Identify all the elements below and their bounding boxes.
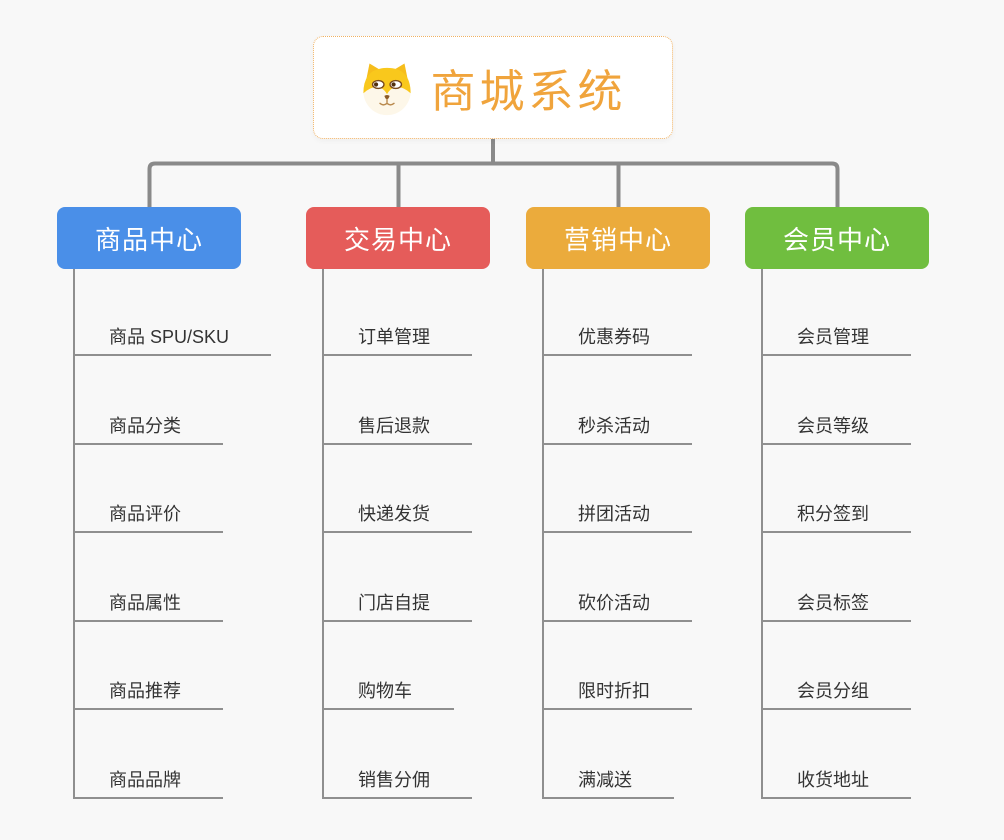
leaf-label: 限时折扣 [578,681,650,702]
branch-label: 会员中心 [782,224,891,255]
leaf-label: 秒杀活动 [578,415,650,436]
branch-node-member-center[interactable]: 会员中心 [745,207,929,269]
tree-leaf-item[interactable]: 限时折扣 [544,622,692,710]
tree-leaf-item[interactable]: 收货地址 [763,710,911,799]
leaf-label: 商品 SPU/SKU [109,327,230,348]
branch-label: 交易中心 [343,224,452,255]
tree-leaf-item[interactable]: 售后退款 [324,356,472,445]
tree-leaf-item[interactable]: 商品属性 [75,533,223,622]
leaf-label: 商品属性 [109,592,181,613]
tree-leaf-item[interactable]: 拼团活动 [544,445,692,533]
leaf-label: 收货地址 [797,769,869,790]
branch-node-product-center[interactable]: 商品中心 [57,207,241,269]
leaf-label: 积分签到 [797,504,869,525]
branch-children-member-center: 会员管理 会员等级 积分签到 会员标签 会员分组 收货地址 [761,269,911,799]
branch-node-trade-center[interactable]: 交易中心 [306,207,490,269]
tree-leaf-item[interactable]: 商品推荐 [75,622,223,710]
tree-leaf-item[interactable]: 会员管理 [763,269,911,356]
tree-leaf-item[interactable]: 购物车 [324,622,454,710]
leaf-label: 满减送 [578,769,632,790]
tree-leaf-item[interactable]: 优惠券码 [544,269,692,356]
leaf-label: 会员标签 [797,592,869,613]
leaf-label: 商品品牌 [109,769,181,790]
tree-leaf-item[interactable]: 砍价活动 [544,533,692,622]
branch-node-marketing-center[interactable]: 营销中心 [526,207,710,269]
leaf-label: 会员管理 [797,327,869,348]
leaf-label: 订单管理 [358,327,430,348]
leaf-label: 优惠券码 [578,327,650,348]
tree-leaf-item[interactable]: 订单管理 [324,269,472,356]
leaf-label: 购物车 [358,681,412,702]
tree-leaf-item[interactable]: 销售分佣 [324,710,472,799]
leaf-label: 商品推荐 [109,681,181,702]
leaf-label: 门店自提 [358,592,430,613]
tree-leaf-item[interactable]: 商品分类 [75,356,223,445]
tree-leaf-item[interactable]: 会员分组 [763,622,911,710]
tree-leaf-item[interactable]: 门店自提 [324,533,472,622]
leaf-label: 销售分佣 [358,769,430,790]
branch-label: 商品中心 [94,224,203,255]
branch-children-product-center: 商品 SPU/SKU 商品分类 商品评价 商品属性 商品推荐 商品品牌 [73,269,272,799]
branch-label: 营销中心 [563,224,672,255]
root-title: 商城系统 [430,66,627,117]
root-node[interactable]: 商城系统 [313,36,673,139]
tree-leaf-item[interactable]: 满减送 [544,710,674,799]
leaf-label: 商品分类 [109,415,181,436]
leaf-label: 拼团活动 [578,504,650,525]
leaf-label: 会员分组 [797,681,869,702]
leaf-label: 会员等级 [797,415,869,436]
tree-leaf-item[interactable]: 秒杀活动 [544,356,692,445]
branch-children-marketing-center: 优惠券码 秒杀活动 拼团活动 砍价活动 限时折扣 满减送 [542,269,692,799]
tree-leaf-item[interactable]: 商品评价 [75,445,223,533]
branch-children-trade-center: 订单管理 售后退款 快递发货 门店自提 购物车 销售分佣 [322,269,472,799]
dog-face-icon [363,63,412,115]
tree-leaf-item[interactable]: 商品品牌 [75,710,223,799]
tree-leaf-item[interactable]: 快递发货 [324,445,472,533]
tree-leaf-item[interactable]: 积分签到 [763,445,911,533]
leaf-label: 售后退款 [358,415,430,436]
leaf-label: 快递发货 [358,504,430,525]
leaf-label: 商品评价 [109,504,181,525]
tree-leaf-item[interactable]: 会员等级 [763,356,911,445]
tree-connector-lines [147,139,840,210]
tree-leaf-item[interactable]: 商品 SPU/SKU [75,269,272,356]
tree-leaf-item[interactable]: 会员标签 [763,533,911,622]
leaf-label: 砍价活动 [578,592,650,613]
